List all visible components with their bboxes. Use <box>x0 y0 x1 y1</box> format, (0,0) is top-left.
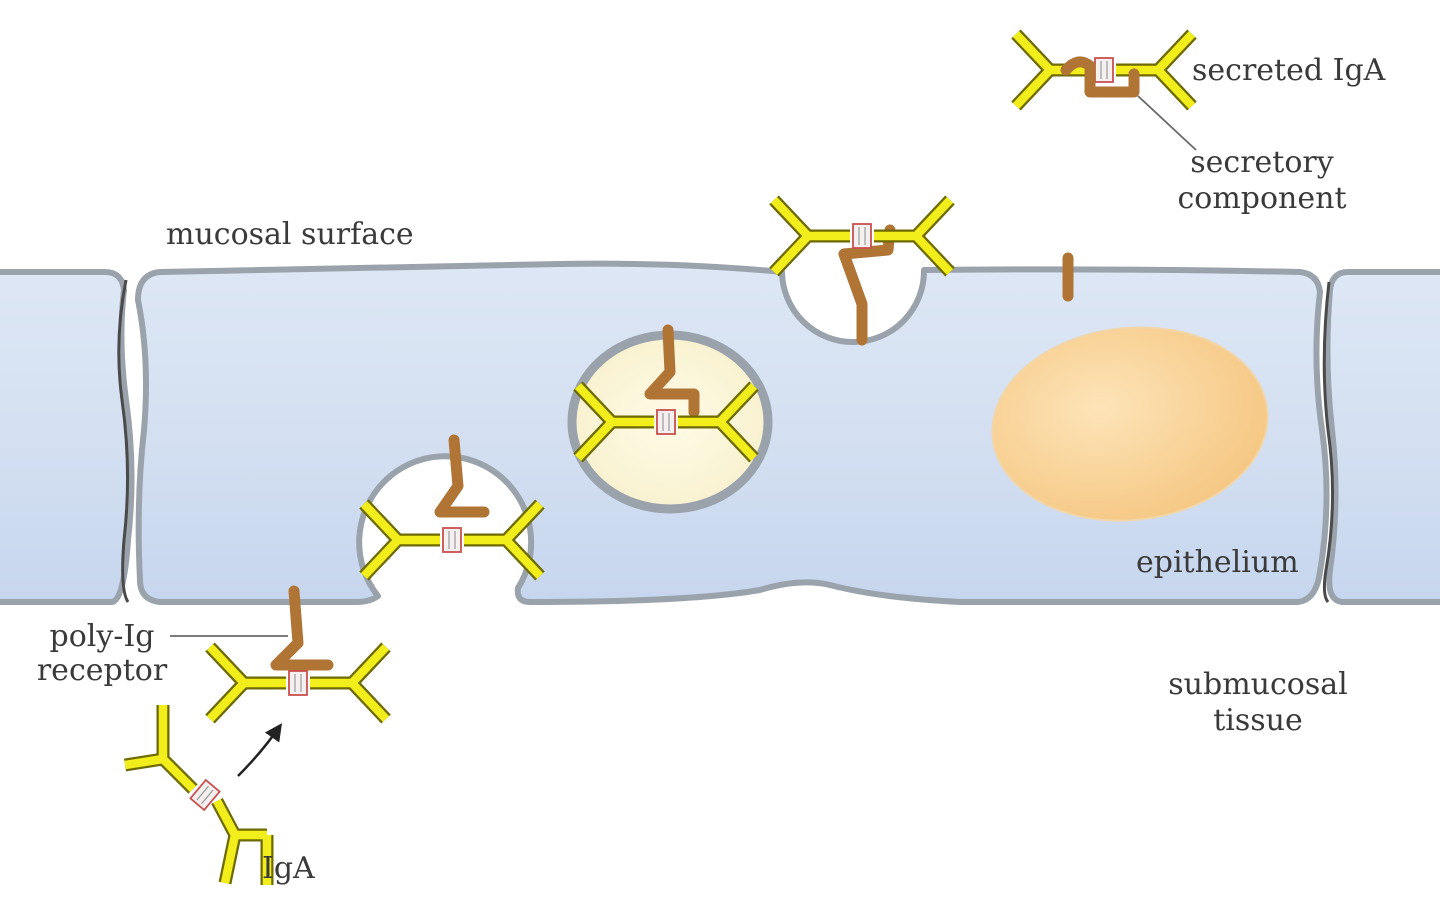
iga-apical-release <box>774 200 950 346</box>
nucleus <box>991 326 1269 522</box>
right-epithelial-cell <box>1324 269 1440 605</box>
submucosal-label-line1: submucosal <box>1168 667 1347 702</box>
binding-arrow <box>237 723 282 777</box>
junction-membrane-right <box>1322 281 1335 603</box>
secretory-label-line2: component <box>1177 181 1346 216</box>
free-iga-dimer <box>123 705 274 885</box>
poly-ig-label-line2: receptor <box>37 653 168 688</box>
iga-in-endocytic-pit <box>364 434 540 576</box>
secretory-label-line1: secretory <box>1190 145 1334 180</box>
secreted-iga-molecule <box>1016 34 1192 106</box>
left-epithelial-cell <box>0 269 135 605</box>
poly-ig-label-line1: poly-Ig <box>50 619 155 654</box>
secretory-component-leader <box>1137 95 1197 151</box>
mucosal-surface-label: mucosal surface <box>166 217 414 252</box>
junction-membrane-left <box>117 279 130 603</box>
epithelium-label: epithelium <box>1136 545 1299 580</box>
secreted-iga-label: secreted IgA <box>1192 53 1386 88</box>
iga-label: IgA <box>262 851 315 886</box>
submucosal-label-line2: tissue <box>1213 703 1303 738</box>
iga-in-vesicle <box>578 324 754 458</box>
receptor-bound-iga-basal <box>210 585 386 719</box>
